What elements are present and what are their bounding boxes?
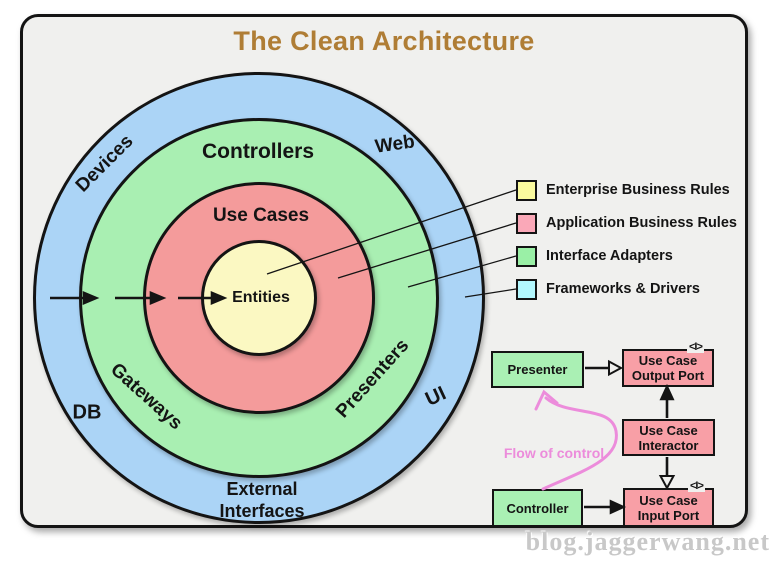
flow-box-label: Use Case bbox=[639, 492, 698, 508]
legend-label: Enterprise Business Rules bbox=[546, 182, 730, 198]
label-use-cases: Use Cases bbox=[212, 205, 310, 226]
flow-box-label: Controller bbox=[506, 500, 569, 516]
legend-item-application: Application Business Rules bbox=[516, 212, 737, 234]
legend-swatch-yellow bbox=[516, 179, 537, 201]
legend-label: Application Business Rules bbox=[546, 215, 737, 231]
flow-box-label: Presenter bbox=[507, 362, 568, 377]
legend-swatch-green bbox=[516, 245, 537, 267]
interface-marker-output-port: <I> bbox=[687, 341, 704, 353]
flow-box-presenter: Presenter bbox=[491, 351, 584, 388]
flow-box-controller: Controller bbox=[492, 489, 583, 527]
page-title: The Clean Architecture bbox=[233, 26, 535, 56]
label-external-line1: External bbox=[226, 479, 298, 499]
legend-swatch-cyan bbox=[516, 278, 537, 300]
legend-label: Interface Adapters bbox=[546, 248, 673, 264]
flow-box-label: Use Case bbox=[638, 353, 698, 368]
flow-box-use-case-output-port: Use Case Output Port bbox=[622, 349, 714, 387]
flow-box-label: Input Port bbox=[637, 507, 700, 523]
flow-box-use-case-input-port: Use Case Input Port bbox=[623, 488, 714, 527]
flow-box-label: Output Port bbox=[631, 368, 705, 383]
legend-item-enterprise: Enterprise Business Rules bbox=[516, 179, 737, 201]
interface-marker-input-port: <I> bbox=[688, 480, 705, 492]
label-entities: Entities bbox=[232, 289, 290, 306]
flow-box-use-case-interactor: Use Case Interactor bbox=[622, 419, 715, 456]
legend-item-adapters: Interface Adapters bbox=[516, 245, 737, 267]
legend-swatch-pink bbox=[516, 212, 537, 234]
label-external-line2: Interfaces bbox=[219, 501, 305, 521]
watermark: blog.jaggerwang.net bbox=[525, 527, 770, 556]
label-controllers: Controllers bbox=[201, 140, 315, 163]
flow-box-label: Use Case bbox=[639, 422, 698, 438]
flow-of-control-label: Flow of control bbox=[503, 445, 605, 461]
flow-box-label: Interactor bbox=[638, 437, 699, 453]
legend-item-frameworks: Frameworks & Drivers bbox=[516, 278, 737, 300]
legend-label: Frameworks & Drivers bbox=[546, 281, 700, 297]
label-db: DB bbox=[72, 401, 102, 424]
legend: Enterprise Business Rules Application Bu… bbox=[516, 179, 737, 311]
label-external-interfaces: External Interfaces bbox=[219, 478, 304, 522]
